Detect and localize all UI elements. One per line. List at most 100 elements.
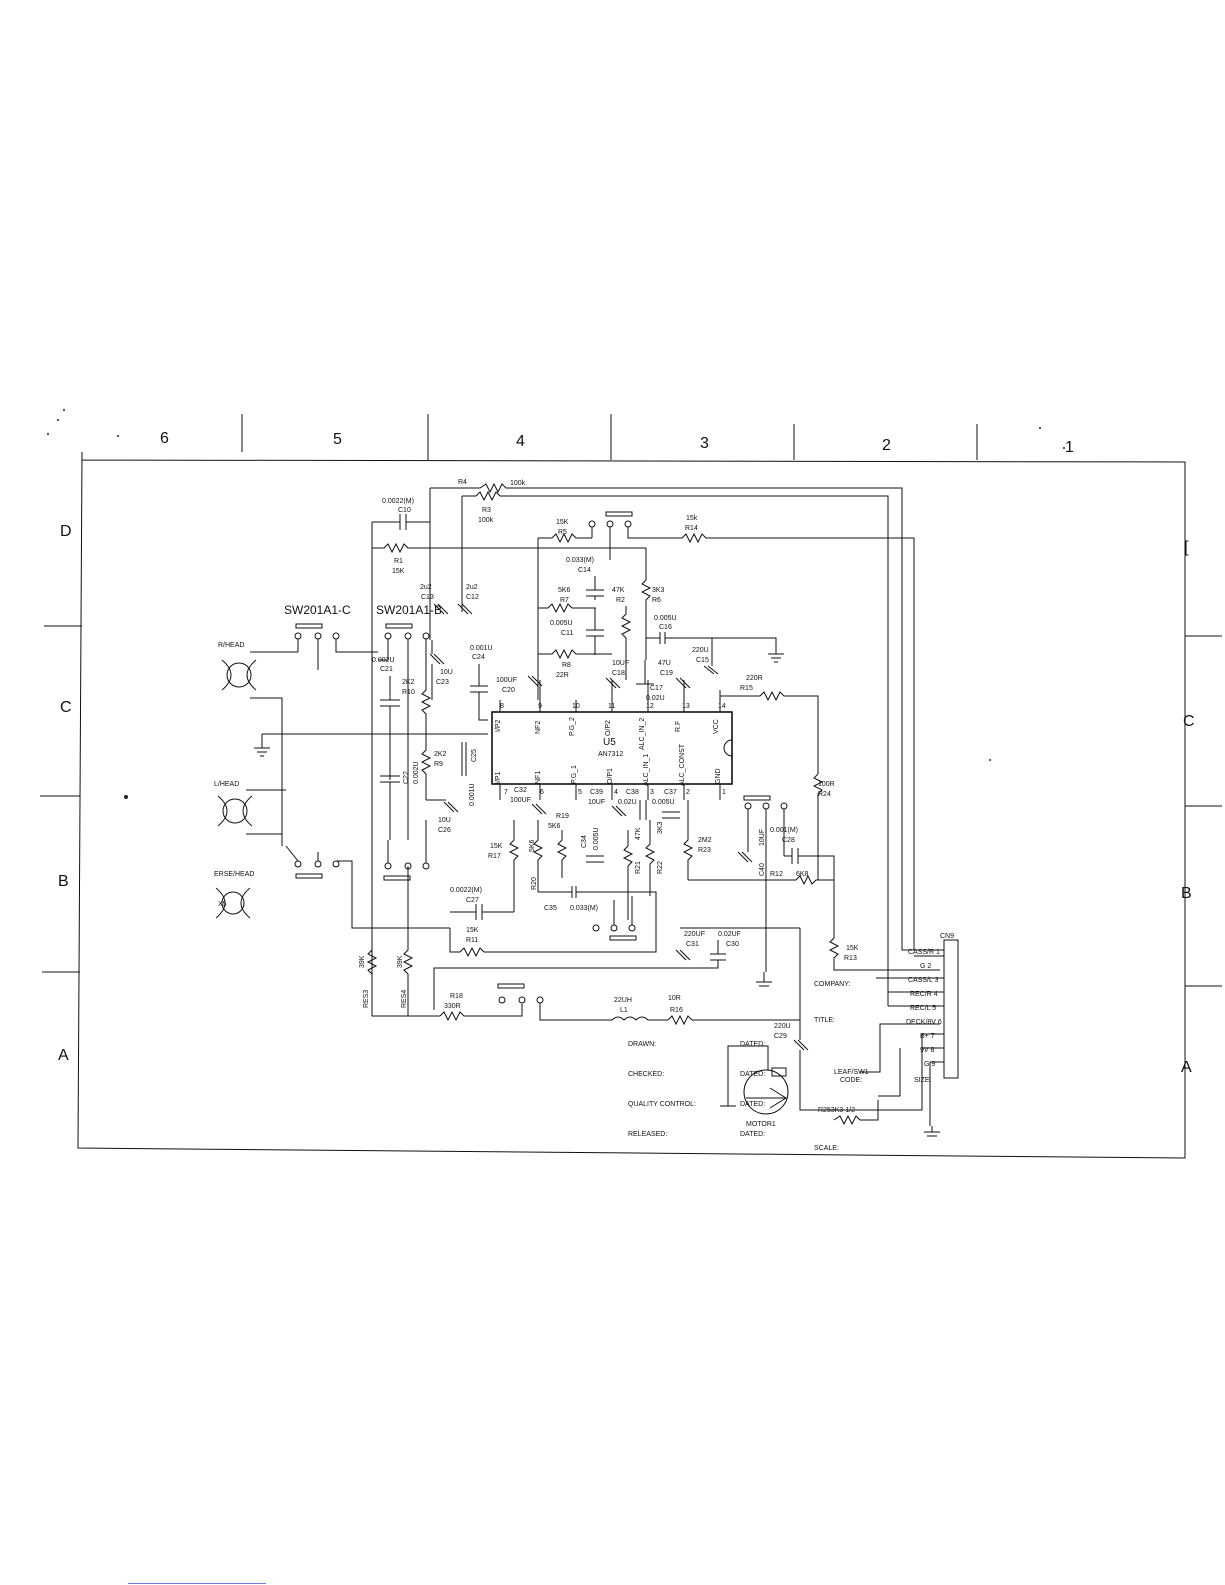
net-r16: 10R R16 — [667, 928, 801, 1026]
ic-u5: I/P2 NF2 P.G_2 O/P2 ALC_IN_2 R.F VCC I/P… — [491, 680, 733, 800]
title-block: DRAWN: CHECKED: QUALITY CONTROL: RELEASE… — [628, 981, 932, 1152]
ic-pin-top-4: O/P2 — [605, 720, 612, 736]
net-r4: R4 100k — [430, 479, 903, 950]
net-c38: C38 0.02U — [618, 789, 647, 820]
c11-value: 0.005U — [550, 620, 573, 627]
ic-ref: U5 — [603, 737, 616, 748]
net-r17: 15K R17 — [488, 820, 520, 912]
r18-value: 330R — [444, 1003, 461, 1010]
zone-left-d: D — [60, 523, 72, 540]
net-c11: 0.005U C11 — [550, 608, 604, 655]
c13-value: 2u2 — [420, 584, 432, 591]
ic-pin-bottom-1: I/P1 — [495, 771, 502, 784]
c29-value: 220U — [774, 1023, 791, 1030]
ic-pin-top-6: R.F — [675, 721, 682, 732]
net-r11: 15K R11 — [449, 927, 560, 958]
net-r6: 3K3 R6 — [640, 548, 665, 660]
net-c24: 0.001U C24 — [470, 645, 493, 721]
r12-value: 6K8 — [796, 871, 809, 878]
r3-label: R3 — [482, 507, 491, 514]
ic-pin-num-13: 13 — [682, 703, 690, 710]
r15-value: 220R — [746, 675, 763, 682]
r-head: R/HEAD — [218, 642, 298, 846]
c32-value: 100UF — [510, 797, 531, 804]
c29-label: C29 — [774, 1033, 787, 1040]
r5-value: 15K — [556, 519, 569, 526]
net-c37: C37 0.005U — [652, 789, 680, 819]
tb-size: SIZE: — [914, 1077, 932, 1084]
net-c18: 10UF C18 — [605, 660, 629, 689]
net-c29: 220U C29 — [774, 1020, 922, 1111]
ic-pin-num-12: 12 — [646, 703, 654, 710]
net-c19: 47U C19 — [658, 660, 691, 689]
r16-value: 10R — [668, 995, 681, 1002]
net-r8: R8 22R — [538, 648, 612, 679]
zone-left-a: A — [58, 1047, 69, 1064]
net-c20: 100UF C20 — [496, 675, 543, 694]
net-c35: C35 0.033(M) — [538, 886, 657, 953]
net-c31: 220UF C31 — [675, 927, 800, 961]
ic-pin-num-2: 2 — [686, 789, 690, 796]
erase-head-label: ERSE/HEAD — [214, 871, 254, 878]
ic-pin-bottom-7: GND — [715, 768, 722, 784]
ic-pin-top-2: NF2 — [535, 721, 542, 734]
r1-label: R1 — [394, 558, 403, 565]
net-r5: 15K R5 — [537, 511, 680, 700]
c26-label: C26 — [438, 827, 451, 834]
r-head-label: R/HEAD — [218, 642, 244, 649]
r3-value: 100k — [478, 517, 494, 524]
ic-pin-bottom-3: P.G_1 — [571, 765, 578, 784]
c16-label: C16 — [659, 624, 672, 631]
res3-label: RES3 — [363, 990, 370, 1008]
r20-label: R20 — [531, 877, 538, 890]
motor-1: MOTOR1 — [727, 1045, 789, 1128]
tb-dated-3: DATED: — [740, 1101, 765, 1108]
net-c32: C32 100UF — [510, 787, 547, 815]
net-c25: C25 — [461, 742, 478, 776]
net-r3: R3 100k — [429, 488, 889, 980]
ic-pin-num-4: 4 — [614, 789, 618, 796]
net-r2: 47K R2 — [612, 587, 632, 680]
r8-label: R8 — [562, 662, 571, 669]
tb-checked: CHECKED: — [628, 1071, 664, 1078]
r18-label: R18 — [450, 993, 463, 1000]
net-c21: 0.002U C21 — [372, 657, 400, 760]
r12-label: R12 — [770, 871, 783, 878]
net-r22: R22 3K3 — [644, 820, 664, 896]
zone-right-a: A — [1181, 1059, 1192, 1076]
net-c17: C17 0.02U — [636, 660, 665, 702]
c25-label: C25 — [471, 749, 478, 762]
c23-label: C23 — [436, 679, 449, 686]
border-frame — [40, 414, 1222, 1159]
page-bottom-rule — [128, 1583, 266, 1584]
r11-label: R11 — [466, 937, 478, 944]
erase-head-ref: X5 — [218, 901, 227, 908]
switch-sw201a1-b: SW201A1-B — [376, 603, 442, 881]
res3-value: 39K — [359, 955, 366, 968]
ic-pin-num-8: 8 — [500, 703, 504, 710]
zone-top-1: 1 — [1065, 439, 1074, 456]
c31-label: C31 — [686, 941, 699, 948]
net-r14: 15k R14 — [680, 515, 915, 950]
c38-label: C38 — [626, 789, 639, 796]
net-c15: 220U C15 — [692, 637, 777, 675]
net-r24: 100R R24 — [812, 773, 835, 880]
zone-top-2: 2 — [882, 437, 891, 454]
net-r23: 2M2 R23 — [682, 800, 712, 880]
r9-label: R9 — [434, 761, 443, 768]
c12-value: 2u2 — [466, 584, 478, 591]
net-c14: 0.033(M) C14 — [566, 557, 604, 600]
c20-value: 100UF — [496, 677, 517, 684]
tb-dated-4: DATED: — [740, 1131, 765, 1138]
net-c30: 0.02UF C30 — [433, 931, 741, 1010]
r21-label: R21 — [635, 861, 642, 874]
c26-value: 10U — [438, 817, 451, 824]
c11-label: C11 — [561, 630, 573, 637]
r19-value: 5K6 — [548, 823, 561, 830]
tb-code: CODE: — [840, 1077, 862, 1084]
ic-pin-bottom-2: NF1 — [535, 771, 542, 784]
net-c39: C39 10UF — [588, 789, 627, 817]
net-r25: R253K3 1/2 — [818, 1100, 879, 1126]
tb-released: RELEASED: — [628, 1131, 667, 1138]
c13-label: C13 — [421, 594, 434, 601]
